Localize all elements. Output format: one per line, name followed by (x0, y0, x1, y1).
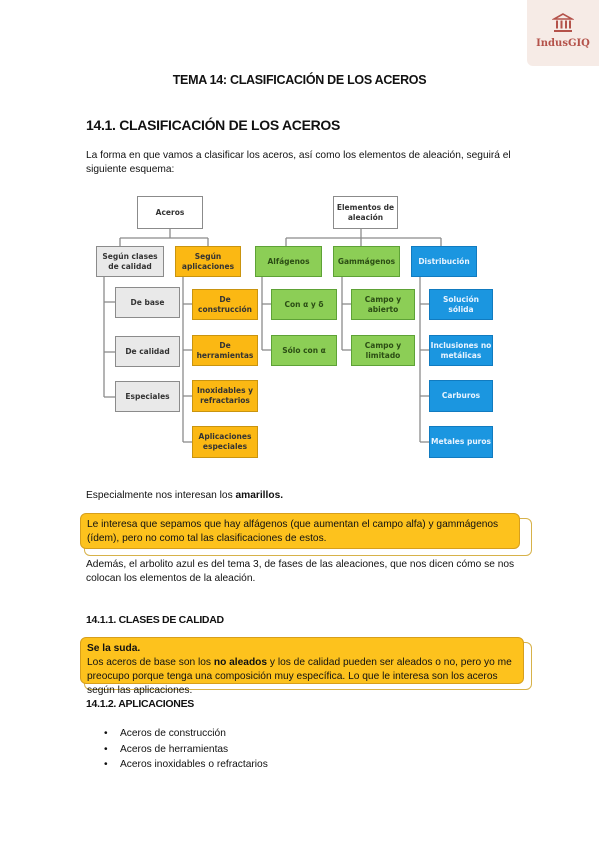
node-app-especiales: Aplicaciones especiales (192, 426, 258, 458)
node-gamma-abierto: Campo y abierto (351, 289, 415, 320)
node-app-construccion: De construcción (192, 289, 258, 320)
node-dist-inclusiones: Inclusiones no metálicas (429, 335, 493, 366)
arbolito-paragraph: Además, el arbolito azul es del tema 3, … (86, 559, 515, 584)
node-alfagenos: Alfágenos (255, 246, 322, 277)
node-clase-calidad: De calidad (115, 336, 180, 367)
bullet-icon: • (104, 728, 108, 739)
node-app-inoxidables: Inoxidables y refractarios (192, 380, 258, 412)
brand-name: IndusGIQ (536, 38, 590, 49)
diagram-connectors (103, 229, 442, 443)
list-item: •Aceros de construcción (98, 726, 268, 742)
node-dist-carburos: Carburos (429, 380, 493, 412)
node-dist-metales: Metales puros (429, 426, 493, 458)
classification-diagram: Aceros Elementos de aleación Según clase… (90, 190, 510, 470)
node-alfa-solo-alfa: Sólo con α (271, 335, 337, 366)
node-gammagenos: Gammágenos (333, 246, 400, 277)
subsection-heading-aplicaciones: 14.1.2. APLICACIONES (86, 698, 194, 710)
node-aceros: Aceros (137, 196, 203, 229)
node-alfa-con-alfa-delta: Con α y δ (271, 289, 337, 320)
especialmente-paragraph: Especialmente nos interesan los amarillo… (86, 490, 284, 501)
no-aleados-bold: no aleados (213, 657, 268, 668)
node-gamma-limitado: Campo y limitado (351, 335, 415, 366)
highlight-note-clases: Se la suda. Los aceros de base son los n… (80, 637, 524, 696)
highlight-title: Se la suda. (87, 643, 141, 654)
node-elementos-aleacion: Elementos de aleación (333, 196, 398, 229)
brand-logo: IndusGIQ (527, 0, 599, 66)
aplicaciones-list: •Aceros de construcción •Aceros de herra… (98, 726, 268, 773)
node-segun-aplicaciones: Según aplicaciones (175, 246, 241, 277)
node-clase-base: De base (115, 287, 180, 318)
amarillos-bold: amarillos. (235, 490, 284, 501)
node-segun-clases: Según clases de calidad (96, 246, 164, 277)
bank-icon (552, 13, 574, 32)
list-item: •Aceros inoxidables o refractarios (98, 757, 268, 773)
bullet-icon: • (104, 759, 108, 770)
node-app-herramientas: De herramientas (192, 335, 258, 366)
subsection-heading-clases: 14.1.1. CLASES DE CALIDAD (86, 614, 224, 626)
document-title: TEMA 14: CLASIFICACIÓN DE LOS ACEROS (172, 73, 427, 87)
list-item: •Aceros de herramientas (98, 742, 268, 758)
highlight-note-alfagenos: Le interesa que sepamos que hay alfágeno… (80, 513, 520, 549)
node-clase-especiales: Especiales (115, 381, 180, 412)
intro-paragraph: La forma en que vamos a clasificar los a… (86, 150, 511, 175)
section-heading: 14.1. CLASIFICACIÓN DE LOS ACEROS (86, 117, 341, 133)
node-dist-solucion: Solución sólida (429, 289, 493, 320)
bullet-icon: • (104, 743, 108, 755)
node-distribucion: Distribución (411, 246, 477, 277)
